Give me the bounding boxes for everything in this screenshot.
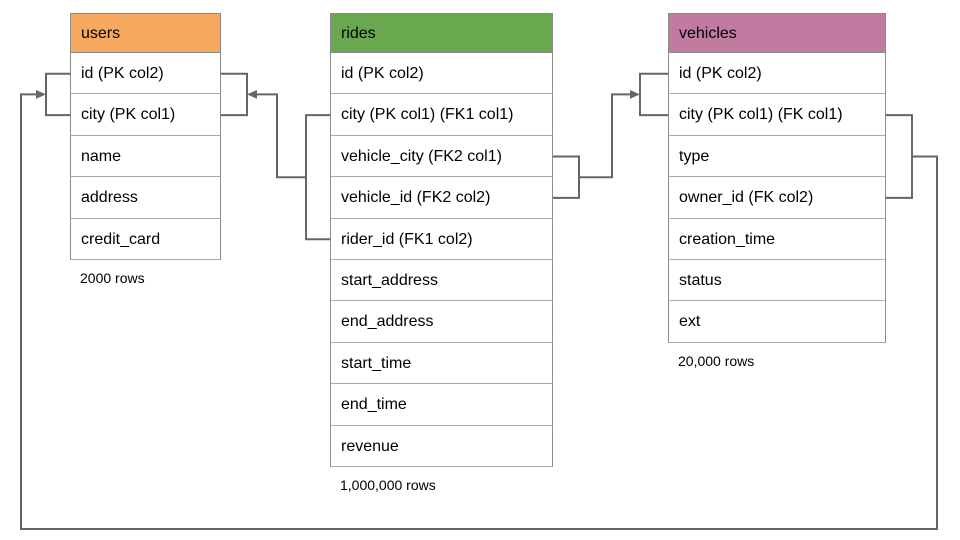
row-rides-end_address: end_address	[330, 301, 553, 343]
bracket-rides-right	[553, 155, 580, 199]
connector-line	[579, 93, 631, 179]
bracket-users-left	[45, 72, 70, 117]
row-users-name: name	[70, 135, 221, 178]
row-count-users: 2000 rows	[80, 269, 145, 286]
relationship-rides-users	[221, 72, 330, 241]
bracket-users-right	[221, 72, 248, 117]
row-rides-vehicle_id: vehicle_id (FK2 col2)	[330, 177, 553, 219]
table-vehicles: vehicles id (PK col2) city (PK col1) (FK…	[668, 13, 886, 369]
row-vehicles-type: type	[668, 135, 886, 178]
row-users-address: address	[70, 177, 221, 219]
table-rides: rides id (PK col2) city (PK col1) (FK1 c…	[330, 13, 553, 493]
row-rides-vehicle_city: vehicle_city (FK2 col1)	[330, 135, 553, 178]
row-rides-id: id (PK col2)	[330, 53, 553, 95]
table-header-vehicles: vehicles	[668, 13, 886, 53]
table-users: users id (PK col2) city (PK col1) name a…	[70, 13, 221, 286]
row-count-vehicles: 20,000 rows	[678, 352, 755, 369]
row-rides-start_time: start_time	[330, 342, 553, 385]
row-rides-revenue: revenue	[330, 425, 553, 467]
bracket-vehicles-right	[886, 114, 913, 199]
row-vehicles-owner_id: owner_id (FK col2)	[668, 177, 886, 219]
row-vehicles-creation_time: creation_time	[668, 218, 886, 260]
row-users-city: city (PK col1)	[70, 94, 221, 136]
relationship-rides-vehicles	[553, 72, 668, 199]
row-rides-city: city (PK col1) (FK1 col1)	[330, 94, 553, 136]
row-users-credit_card: credit_card	[70, 218, 221, 260]
row-rides-rider_id: rider_id (FK1 col2)	[330, 218, 553, 260]
table-header-rides: rides	[330, 13, 553, 53]
bracket-vehicles-left	[639, 72, 668, 117]
row-rides-start_address: start_address	[330, 259, 553, 302]
arrowhead-icon	[630, 90, 640, 99]
row-vehicles-city: city (PK col1) (FK col1)	[668, 94, 886, 136]
row-rides-end_time: end_time	[330, 384, 553, 426]
row-users-id: id (PK col2)	[70, 53, 221, 95]
row-count-rides: 1,000,000 rows	[340, 476, 436, 493]
row-vehicles-status: status	[668, 259, 886, 302]
connector-line	[256, 93, 306, 179]
arrowhead-icon	[36, 90, 46, 99]
table-header-users: users	[70, 13, 221, 53]
row-vehicles-ext: ext	[668, 301, 886, 343]
row-vehicles-id: id (PK col2)	[668, 53, 886, 95]
arrowhead-icon	[247, 90, 257, 99]
bracket-rides-left	[305, 114, 330, 241]
